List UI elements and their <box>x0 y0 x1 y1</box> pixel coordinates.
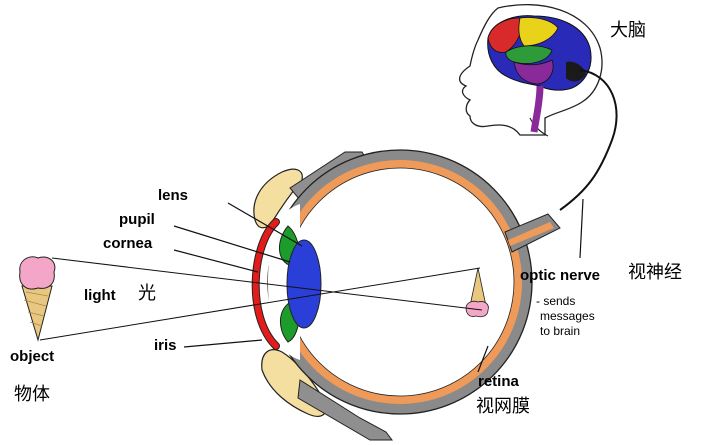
leader-retina <box>477 345 489 373</box>
lens-label: lens <box>158 187 189 204</box>
brain-lobe-purple <box>513 59 554 85</box>
retina-label: retina <box>478 373 519 390</box>
light-ray-top <box>51 257 483 311</box>
brain-lobe-red <box>487 17 522 53</box>
light-ray-bottom <box>39 267 481 341</box>
light-label-cn: 光 <box>138 283 156 304</box>
optic-nerve-note-line-2: messages <box>540 309 595 323</box>
leader-optic-nerve <box>579 198 584 259</box>
leader-cornea <box>173 249 259 273</box>
cornea-label: cornea <box>103 235 153 252</box>
brain-lobe-green <box>505 45 553 64</box>
brain-icon <box>487 15 592 133</box>
optic-nerve-label-cn: 视神经 <box>628 262 682 283</box>
brain-lobe-yellow <box>518 17 559 47</box>
object-label: object <box>10 348 55 365</box>
pupil-label: pupil <box>119 211 155 228</box>
brain-stem <box>530 85 544 133</box>
iris-label: iris <box>154 337 177 354</box>
object-label-cn: 物体 <box>14 384 50 405</box>
light-label: light <box>84 287 116 304</box>
leader-lines <box>173 198 584 373</box>
leader-lens <box>227 202 303 247</box>
optic-nerve-core <box>508 222 554 246</box>
object-ice-cream <box>19 256 56 342</box>
light-rays <box>39 257 483 341</box>
eyeball <box>251 149 561 415</box>
optic-nerve-note-line-1: - sends <box>536 294 576 308</box>
retina-label-cn: 视网膜 <box>476 396 530 417</box>
leader-iris <box>183 339 263 348</box>
leader-pupil <box>173 225 291 263</box>
nerve-to-brain-line <box>559 69 618 211</box>
lens <box>286 239 322 329</box>
cornea <box>252 219 279 349</box>
optic-nerve-label: optic nerve <box>520 267 601 284</box>
ice-cream-scoop <box>19 256 56 290</box>
optic-nerve-note: - sends messages to brain <box>536 294 626 339</box>
brain-cerebellum <box>566 61 586 82</box>
optic-nerve-note-line-3: to brain <box>540 324 581 338</box>
brain-label-cn: 大脑 <box>610 20 646 41</box>
lower-muscle <box>297 379 393 441</box>
